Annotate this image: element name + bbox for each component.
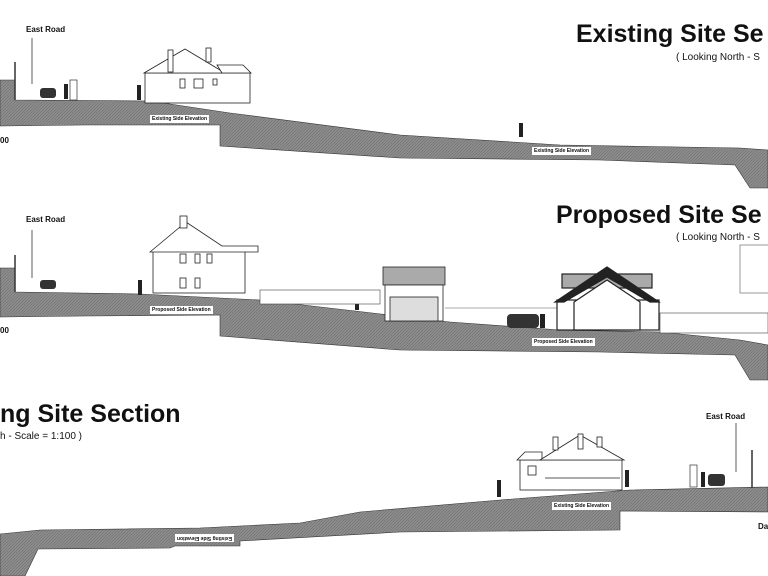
section-1-subtitle: ( Looking North - S	[676, 52, 760, 63]
section-3-title: ng Site Section	[0, 400, 181, 428]
garage	[382, 266, 446, 322]
existing-house	[142, 47, 252, 104]
car-icon	[708, 474, 725, 486]
road-label: East Road	[26, 25, 66, 34]
person-icon	[625, 470, 629, 487]
elevation-label: Existing Side Elevation	[552, 502, 612, 510]
section-2-subtitle: ( Looking North - S	[676, 232, 760, 243]
person-icon	[497, 480, 501, 497]
legend-box	[739, 244, 768, 294]
edge-fragment: Da	[758, 522, 768, 531]
ground-section-3	[0, 486, 768, 576]
elevation-label: Existing Side Elevation	[150, 115, 210, 123]
ground-section-2	[0, 267, 768, 381]
road-label: East Road	[706, 412, 746, 421]
scale-fragment: 00	[0, 136, 9, 145]
person-icon	[519, 123, 523, 137]
ground-section-1	[0, 79, 768, 189]
person-icon	[138, 280, 142, 295]
door-icon	[69, 79, 78, 101]
section-3-subtitle: h - Scale = 1:100 )	[0, 431, 82, 442]
person-icon	[137, 85, 141, 100]
car-icon	[507, 314, 539, 328]
proposed-house	[148, 215, 259, 294]
existing-house-rear	[516, 433, 626, 491]
car-icon	[40, 88, 56, 98]
elevation-label: Existing Side Elevation	[532, 147, 592, 155]
section-2-title: Proposed Site Se	[556, 201, 762, 229]
scale-fragment: 00	[0, 326, 9, 335]
car-icon	[40, 280, 56, 289]
person-icon	[701, 472, 705, 487]
door-icon	[689, 464, 698, 488]
section-1-title: Existing Site Se	[576, 20, 764, 48]
elevation-label: Proposed Side Elevation	[532, 338, 595, 346]
proposed-bungalow	[553, 266, 661, 331]
fence	[259, 289, 768, 334]
road-label: East Road	[26, 215, 66, 224]
elevation-label-mirrored: Existing Side Elevation	[175, 534, 235, 542]
person-icon	[540, 314, 545, 328]
person-icon	[64, 84, 68, 99]
elevation-label: Proposed Side Elevation	[150, 306, 213, 314]
